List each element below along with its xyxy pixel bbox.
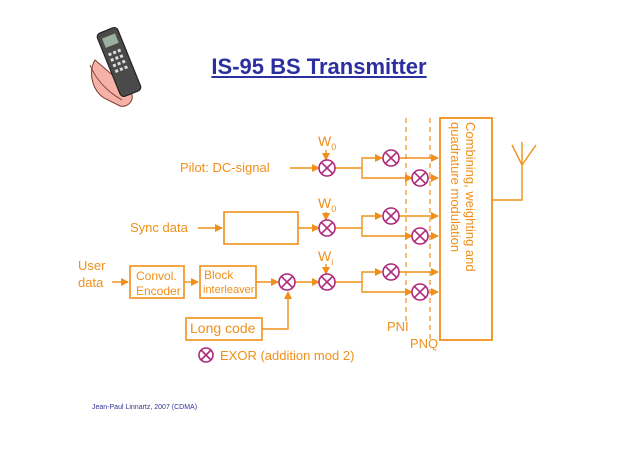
combining-line-2: quadrature modulation [448,122,463,253]
combining-label: Combining, weighting and quadrature modu… [448,122,478,332]
convol-label-2: Encoder [136,284,181,298]
legend-label: EXOR (addition mod 2) [220,348,355,363]
w0-label-b: W0 [318,195,337,214]
sync-block [223,211,299,245]
combining-box [439,117,493,341]
page-title: IS-95 BS Transmitter [211,54,427,79]
xor-pnq-3-icon [411,283,429,301]
xor-pni-3-icon [382,263,400,281]
convol-label-1: Convol. [136,269,177,283]
pilot-label: Pilot: DC-signal [180,160,270,175]
user-data-label-1: User [78,258,106,273]
block-label-2: interleaver [203,284,255,296]
footer-credit: Jean-Paul Linnartz, 2007 (CDMA) [92,404,198,411]
pni-label: PNI [387,319,409,334]
xor-pnq-2-icon [411,227,429,245]
wi-label: Wi [318,248,334,267]
w0-label-a: W0 [318,133,337,152]
xor-pilot-icon [318,159,336,177]
block-label-1: Block [204,268,234,282]
long-code-label: Long code [190,320,256,336]
mobile-phone-icon [89,26,142,107]
combining-line-1: Combining, weighting and [463,122,478,272]
xor-long-code-icon [278,273,296,291]
antenna-icon [511,142,537,166]
pnq-label: PNQ [410,336,439,351]
xor-pni-1-icon [382,149,400,167]
xor-sync-icon [318,219,336,237]
xor-icon [198,347,214,363]
xor-pnq-1-icon [411,169,429,187]
sync-data-label: Sync data [130,220,188,235]
xor-pni-2-icon [382,207,400,225]
user-data-label-2: data [78,275,104,290]
xor-user-icon [318,273,336,291]
